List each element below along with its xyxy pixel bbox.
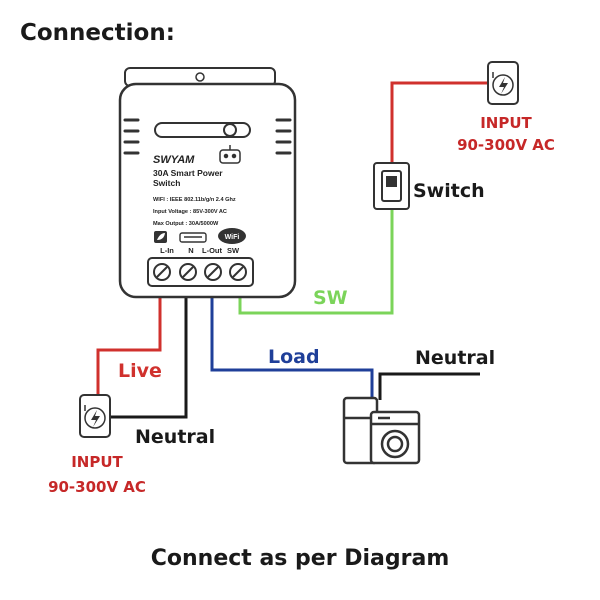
neutral-wire-right bbox=[378, 372, 480, 400]
device-spec-output: Max Output : 30A/5000W bbox=[153, 221, 219, 227]
terminal-label-n: N bbox=[188, 246, 193, 255]
vent-slots-right bbox=[275, 118, 292, 155]
wall-switch bbox=[373, 162, 410, 210]
neutral-left-label: Neutral bbox=[135, 426, 215, 448]
leaf-icon bbox=[154, 231, 167, 243]
input-top-line1: INPUT bbox=[480, 114, 532, 132]
switch-label: Switch bbox=[413, 180, 485, 202]
input-bottom-line1: INPUT bbox=[71, 453, 123, 471]
wifi-badge-text: WiFi bbox=[225, 234, 240, 241]
terminal-label-sw: SW bbox=[227, 246, 240, 255]
input-bottom-line2: 90-300V AC bbox=[48, 478, 146, 496]
robot-icon bbox=[219, 145, 241, 164]
input-top-line2: 90-300V AC bbox=[457, 136, 555, 154]
device-button bbox=[223, 123, 237, 137]
device-model-line1: 30A Smart Power bbox=[153, 168, 223, 178]
vent-slots-left bbox=[123, 118, 140, 155]
terminal-label-l-out: L-Out bbox=[202, 246, 222, 255]
mount-hole bbox=[195, 72, 205, 82]
page-title: Connection: bbox=[20, 20, 175, 46]
sw-wire bbox=[238, 208, 394, 315]
terminal-label-l-in: L-In bbox=[160, 246, 174, 255]
terminal-block bbox=[147, 257, 254, 287]
device-brand: SWYAM bbox=[153, 154, 195, 166]
device-spec-wifi: WIFI : IEEE 802.11b/g/n 2.4 Ghz bbox=[153, 197, 236, 203]
plug-icon bbox=[487, 61, 519, 105]
load-label: Load bbox=[268, 346, 320, 368]
neutral-wire-left bbox=[108, 290, 188, 419]
sw-label: SW bbox=[313, 287, 348, 309]
load-wire bbox=[210, 290, 374, 400]
washing-machine-icon bbox=[342, 396, 421, 465]
live-wire bbox=[96, 290, 162, 403]
device-spec-voltage: Input Voltage : 85V-300V AC bbox=[153, 209, 227, 215]
device-model-line2: Switch bbox=[153, 178, 180, 188]
footer-caption: Connect as per Diagram bbox=[151, 546, 450, 571]
bis-mark-icon bbox=[179, 232, 207, 243]
smart-switch-device: SWYAM 30A Smart Power Switch WIFI : IEEE… bbox=[118, 67, 297, 299]
live-label: Live bbox=[118, 360, 162, 382]
wifi-icon: WiFi bbox=[218, 228, 246, 244]
neutral-right-label: Neutral bbox=[415, 347, 495, 369]
plug-icon bbox=[79, 394, 111, 438]
input-wire-top bbox=[390, 81, 488, 170]
